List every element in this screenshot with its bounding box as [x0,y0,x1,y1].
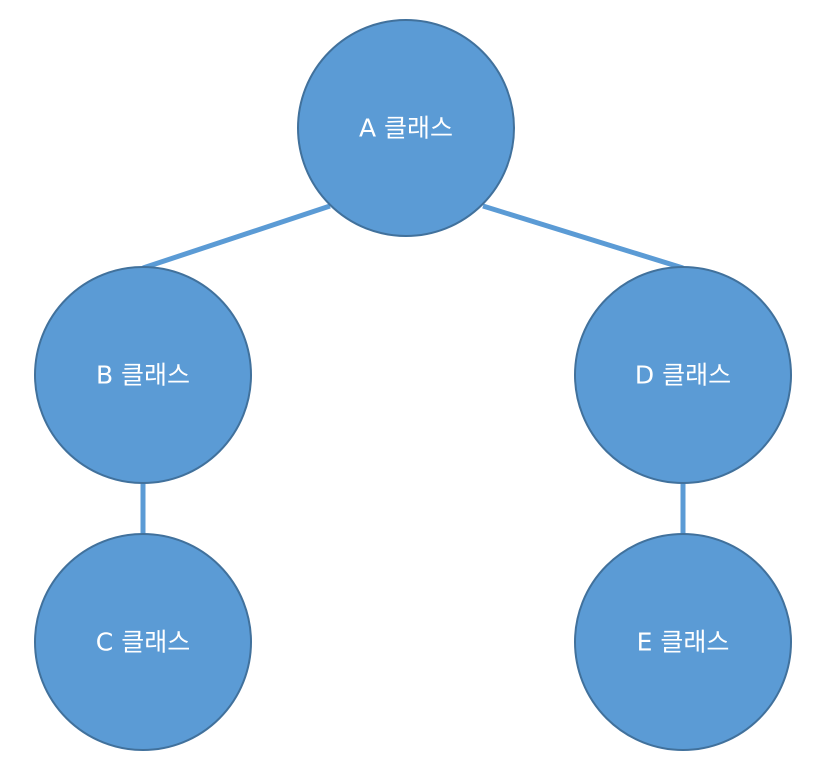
node-a-label: A 클래스 [359,114,453,143]
node-e-label: E 클래스 [637,628,730,657]
node-e: E 클래스 [574,533,792,751]
node-c-label: C 클래스 [96,628,190,657]
node-b-label: B 클래스 [96,361,190,390]
node-e-circle [574,533,792,751]
edge-a-b [142,203,331,271]
node-c: C 클래스 [34,533,252,751]
node-c-circle [34,533,252,751]
node-a: A 클래스 [297,19,515,237]
edge-a-d [482,203,684,271]
node-b-circle [34,266,252,484]
node-a-circle [297,19,515,237]
node-d-label: D 클래스 [635,361,731,390]
node-d-circle [574,266,792,484]
edges [140,203,686,535]
node-d: D 클래스 [574,266,792,484]
node-b: B 클래스 [34,266,252,484]
